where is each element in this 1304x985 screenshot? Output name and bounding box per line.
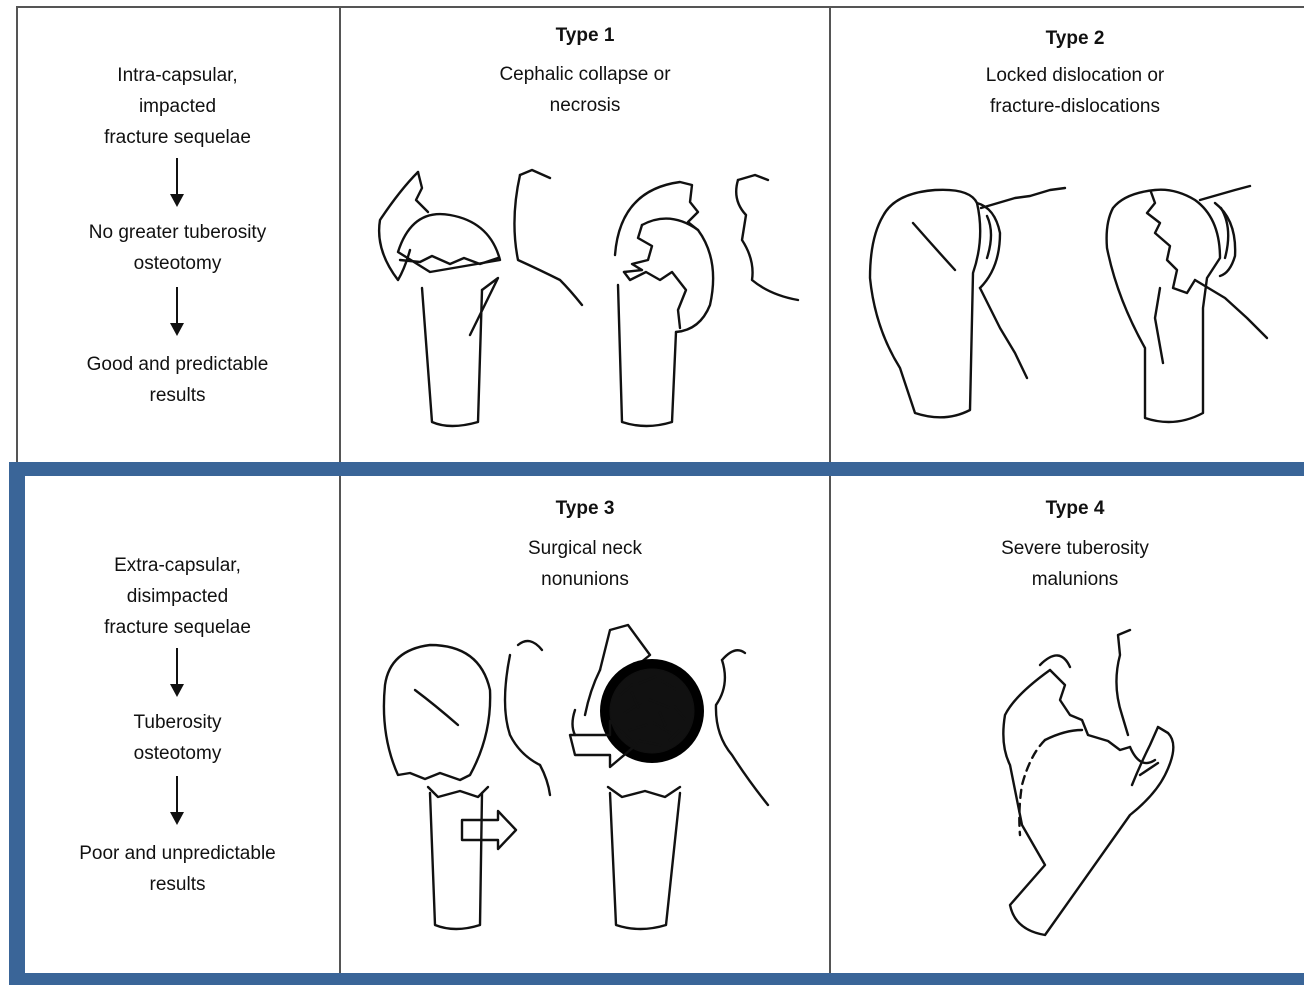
type2-description: Locked dislocation or fracture-dislocati… <box>831 60 1304 122</box>
type3-title: Type 3 <box>341 498 829 520</box>
type3-description: Surgical neck nonunions <box>341 533 829 595</box>
type1-title: Type 1 <box>341 25 829 47</box>
type1-humerus-illustration <box>360 160 810 440</box>
down-arrow-icon <box>166 776 188 830</box>
type4-description: Severe tuberosity malunions <box>831 533 1304 595</box>
type3-humerus-illustration <box>370 615 810 935</box>
grid-line-top <box>16 6 1304 8</box>
grid-line-left <box>16 6 18 462</box>
flow-step-no-osteotomy: No greater tuberosity osteotomy <box>30 217 325 279</box>
down-arrow-icon <box>166 287 188 341</box>
type4-title: Type 4 <box>831 498 1304 520</box>
flow-step-intracapsular: Intra-capsular, impacted fracture sequel… <box>30 60 325 153</box>
flow-step-osteotomy: Tuberosity osteotomy <box>30 707 325 769</box>
flow-step-extracapsular: Extra-capsular, disimpacted fracture seq… <box>30 550 325 643</box>
type4-humerus-illustration <box>990 625 1210 945</box>
down-arrow-icon <box>166 648 188 702</box>
type2-title: Type 2 <box>831 28 1304 50</box>
type1-description: Cephalic collapse or necrosis <box>341 59 829 121</box>
flow-step-poor-results: Poor and unpredictable results <box>30 838 325 900</box>
down-arrow-icon <box>166 158 188 212</box>
flow-step-good-results: Good and predictable results <box>30 349 325 411</box>
type2-humerus-illustration <box>855 178 1295 438</box>
